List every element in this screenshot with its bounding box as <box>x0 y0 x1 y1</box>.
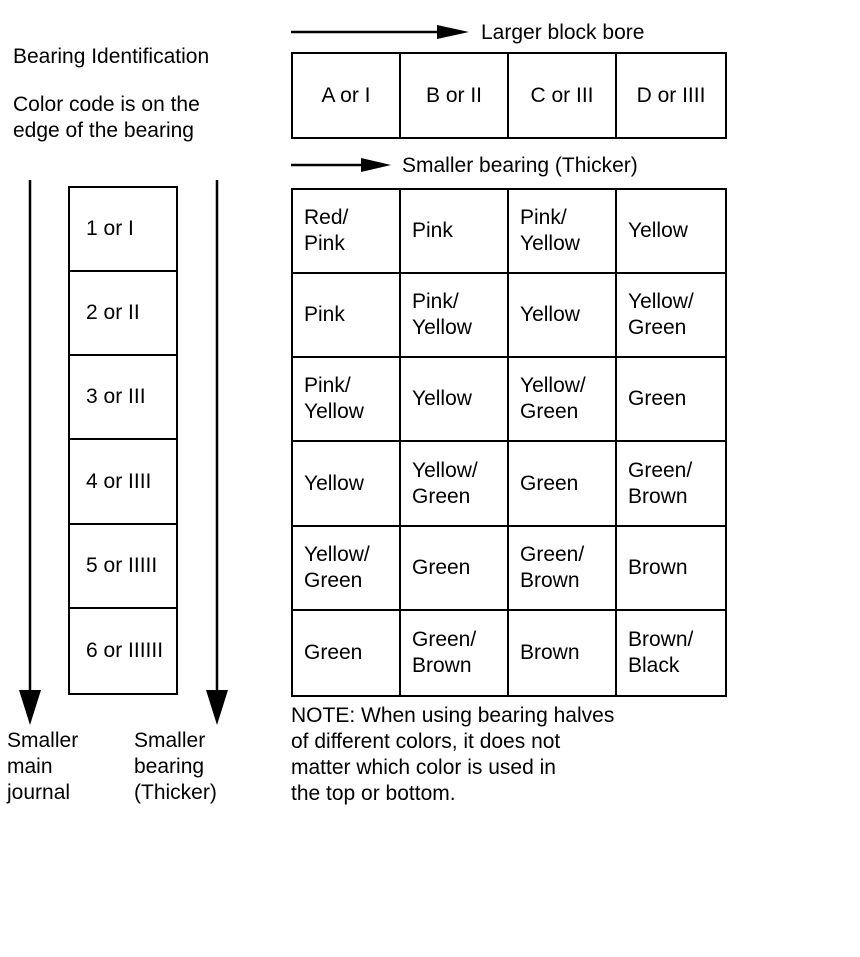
smaller-bearing-vertical-label: Smaller bearing (Thicker) <box>134 729 217 804</box>
color-cell: Brown/ Black <box>628 627 694 677</box>
journal-size-table: 1 or I 2 or II 3 or III 4 or IIII 5 or I… <box>68 186 178 695</box>
block-bore-cell: C or III <box>509 54 617 137</box>
page-title: Bearing Identification <box>13 45 210 68</box>
journal-size-cell: 5 or IIIII <box>70 525 176 609</box>
larger-block-bore-label: Larger block bore <box>481 21 645 44</box>
color-cell: Yellow/ Green <box>509 358 617 443</box>
journal-size-cell: 4 or IIII <box>70 440 176 525</box>
note-text: NOTE: When using bearing halves of diffe… <box>291 704 615 805</box>
color-cell: Green <box>293 610 401 695</box>
bearing-color-table: Red/ Pink Pink Pink/ Yellow Yellow Pink … <box>291 188 727 697</box>
smaller-bearing-vertical-arrow-icon <box>206 180 228 725</box>
color-cell: Brown <box>509 610 617 695</box>
smaller-bearing-arrow-icon <box>291 158 391 172</box>
journal-size-cell: 1 or I <box>70 188 176 273</box>
journal-size-cell: 2 or II <box>70 272 176 357</box>
color-cell: Green <box>401 526 509 611</box>
color-cell: Pink/ Yellow <box>293 358 401 443</box>
color-cell: Pink/ Yellow <box>401 274 509 359</box>
larger-block-bore-arrow-icon <box>291 25 469 39</box>
color-cell: Pink <box>293 274 401 359</box>
color-cell: Green/ Brown <box>617 442 725 527</box>
color-cell: Pink/ Yellow <box>509 190 617 275</box>
color-cell: Green/ Brown <box>509 526 617 611</box>
color-cell: Pink <box>401 190 509 275</box>
color-cell: Yellow <box>293 442 401 527</box>
smaller-main-journal-label: Smaller main journal <box>7 729 79 804</box>
color-cell: Brown <box>617 527 725 611</box>
smaller-main-journal-arrow-icon <box>19 180 41 725</box>
color-cell: Yellow <box>509 274 617 359</box>
block-bore-cell: B or II <box>401 54 509 137</box>
journal-size-cell: 6 or IIIIII <box>86 638 164 662</box>
journal-size-cell: 3 or III <box>70 356 176 441</box>
color-cell: Yellow/ Green <box>401 442 509 527</box>
smaller-bearing-label: Smaller bearing (Thicker) <box>402 154 638 177</box>
color-cell: Green <box>617 358 725 443</box>
color-cell: Red/ Pink <box>293 190 401 275</box>
block-bore-cell: D or IIII <box>636 83 706 107</box>
color-cell: Yellow/ Green <box>617 274 725 359</box>
color-cell: Green/ Brown <box>401 610 509 695</box>
color-cell: Yellow <box>401 358 509 443</box>
block-bore-cell: A or I <box>293 54 401 137</box>
page-subtitle: Color code is on the edge of the bearing <box>13 93 200 142</box>
color-cell: Green <box>509 442 617 527</box>
color-cell: Yellow/ Green <box>293 526 401 611</box>
block-bore-header-table: A or I B or II C or III D or IIII <box>291 52 727 139</box>
color-cell: Yellow <box>617 190 725 275</box>
